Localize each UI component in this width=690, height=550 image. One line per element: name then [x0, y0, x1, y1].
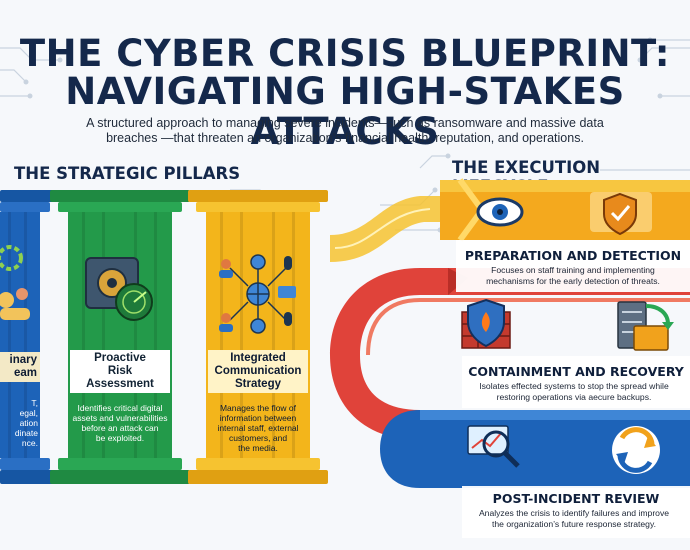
stage-3-band [380, 410, 690, 488]
cycle-arrows-icon [612, 426, 660, 474]
vault-radar-icon [85, 257, 153, 321]
stage-2-title: CONTAINMENT AND RECOVERY [468, 364, 684, 379]
magnifier-chart-icon [467, 425, 520, 468]
firewall-shield-icon [461, 298, 511, 349]
page-title-line-1: THE CYBER CRISIS BLUEPRINT: [19, 32, 671, 75]
stage-3-title: POST-INCIDENT REVIEW [492, 491, 660, 506]
stage-1-title: PREPARATION AND DETECTION [464, 248, 682, 263]
stage-1-description: Focuses on staff training and implementi… [486, 265, 660, 286]
stage-3-description: Analyzes the crisis to identify failures… [478, 508, 670, 529]
page-title-line-2: NAVIGATING HIGH-STAKES ATTACKS [65, 70, 625, 153]
stage-2-description: Isolates effected systems to stop the sp… [479, 381, 669, 402]
server-backup-icon [617, 301, 674, 351]
section-heading-pillars: THE STRATEGIC PILLARS [14, 164, 241, 183]
network-people-icon [219, 254, 296, 334]
shield-check-icon [590, 192, 652, 236]
team-gear-icon [0, 245, 30, 320]
eye-icon [476, 197, 524, 227]
page-subtitle: A structured approach to managing severe… [86, 116, 604, 145]
connector-swoosh [330, 196, 455, 262]
